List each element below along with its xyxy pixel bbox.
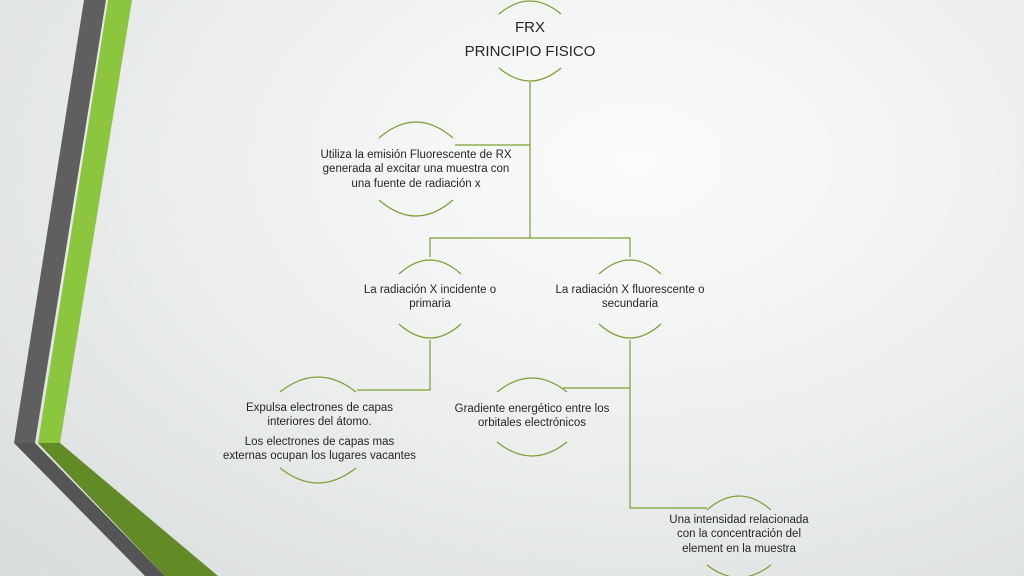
- incident-text: La radiación X incidente o primaria: [363, 284, 497, 311]
- expels-node: Expulsa electrones de capas interiores d…: [222, 401, 417, 464]
- root-arc-top: [498, 0, 562, 15]
- root-title: FRX: [515, 19, 545, 36]
- fluorescent-arc-top: [598, 259, 662, 275]
- intensity-node: Una intensidad relacionada con la concen…: [662, 513, 816, 556]
- expels-arc-bottom: [279, 467, 357, 484]
- root-subtitle: PRINCIPIO FISICO: [464, 43, 596, 60]
- gray-stripe: [14, 0, 106, 443]
- definition-arc-top: [378, 121, 454, 139]
- gradient-text: Gradiente energético entre los orbitales…: [454, 403, 610, 430]
- definition-arc-bottom: [378, 199, 454, 217]
- intensity-arc-bottom: [706, 564, 772, 576]
- fluorescent-text: La radiación X fluorescente o secundaria: [555, 284, 705, 311]
- connector-root-branches: [429, 145, 631, 257]
- root-node: FRX PRINCIPIO FISICO: [440, 16, 620, 64]
- fluorescent-arc-bottom: [598, 323, 662, 339]
- dark-green-wedge: [38, 443, 218, 576]
- intensity-arc-top: [706, 495, 772, 511]
- definition-node: Utiliza la emisión Fluorescente de RX ge…: [318, 148, 514, 191]
- connector-fluorescent-gradient: [563, 340, 631, 389]
- gradient-arc-top: [496, 377, 568, 393]
- gradient-node: Gradiente energético entre los orbitales…: [444, 402, 620, 431]
- definition-text: Utiliza la emisión Fluorescente de RX ge…: [320, 149, 512, 190]
- gradient-arc-bottom: [496, 441, 568, 457]
- expels-arc-top: [279, 376, 357, 393]
- dark-gray-wedge: [14, 443, 165, 576]
- intensity-text: Una intensidad relacionada con la concen…: [669, 514, 809, 555]
- incident-node: La radiación X incidente o primaria: [355, 283, 505, 312]
- connector-incident-expels: [357, 340, 431, 391]
- incident-arc-top: [398, 259, 462, 275]
- expels-text-2: Los electrones de capas mas externas ocu…: [222, 435, 417, 463]
- fluorescent-node: La radiación X fluorescente o secundaria: [550, 283, 710, 312]
- green-stripe: [38, 0, 132, 443]
- incident-arc-bottom: [398, 323, 462, 339]
- connector-fluorescent-intensity: [629, 388, 707, 509]
- root-arc-bottom: [498, 67, 562, 82]
- connector-root-definition: [455, 82, 531, 146]
- expels-text-1: Expulsa electrones de capas interiores d…: [245, 402, 394, 429]
